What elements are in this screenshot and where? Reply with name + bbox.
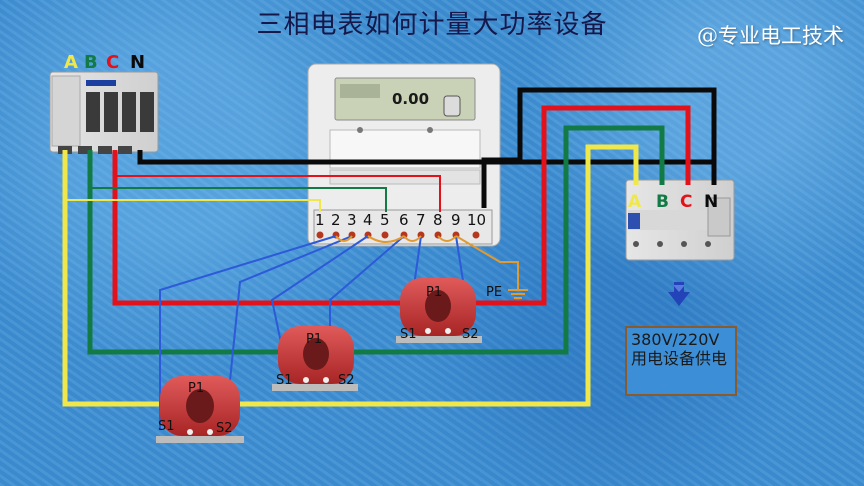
ct2-p1-label: P1 xyxy=(306,332,322,347)
phase-a-wire xyxy=(62,144,639,407)
load-voltage-label: 380V/220V xyxy=(631,330,720,349)
main-breaker-label-c: C xyxy=(106,52,119,73)
terminal-1: 1 xyxy=(315,211,325,229)
phase-c-wire xyxy=(112,105,691,306)
load-breaker-label-b: B xyxy=(656,192,669,212)
page-title: 三相电表如何计量大功率设备 xyxy=(256,10,608,40)
terminal-9: 9 xyxy=(451,211,461,229)
main-breaker-label-a: A xyxy=(64,52,78,73)
energy-meter xyxy=(307,63,501,247)
ct2-s2-label: S2 xyxy=(338,373,355,388)
phase-b-meter-tap xyxy=(90,187,387,212)
down-arrow-icon xyxy=(668,282,690,306)
ground-label: PE xyxy=(486,285,502,300)
terminal-7: 7 xyxy=(416,211,426,229)
ct1-p1-label: P1 xyxy=(188,381,204,396)
load-breaker xyxy=(625,179,735,261)
ct3-s2-label: S2 xyxy=(462,327,479,342)
main-breaker-label-n: N xyxy=(130,52,145,73)
ground-icon xyxy=(508,289,528,299)
load-breaker-label-n: N xyxy=(704,192,718,212)
ct1-s1-label: S1 xyxy=(158,419,175,434)
current-transformer-2 xyxy=(272,326,358,391)
terminal-6: 6 xyxy=(399,211,409,229)
terminal-8: 8 xyxy=(433,211,443,229)
phase-a-meter-tap xyxy=(65,199,321,212)
watermark: @专业电工技术 xyxy=(697,24,844,48)
neutral-wire xyxy=(137,87,717,208)
current-transformer-3 xyxy=(396,278,482,343)
meter-terminal-numbers: 1 2 3 4 5 6 7 8 9 10 xyxy=(315,211,486,229)
meter-reading: 0.00 xyxy=(392,90,429,108)
terminal-5: 5 xyxy=(380,211,390,229)
ct1-s2-label: S2 xyxy=(216,421,233,436)
terminal-3: 3 xyxy=(347,211,357,229)
load-supply-box: 380V/220V 用电设备供电 xyxy=(625,326,737,396)
ct3-p1-label: P1 xyxy=(426,285,442,300)
main-breaker xyxy=(49,71,159,154)
phase-c-meter-tap xyxy=(115,175,441,212)
terminal-2: 2 xyxy=(331,211,341,229)
load-breaker-label-a: A xyxy=(628,192,642,212)
load-description: 用电设备供电 xyxy=(631,349,728,368)
terminal-4: 4 xyxy=(363,211,373,229)
terminal-10: 10 xyxy=(467,211,486,229)
main-breaker-label-b: B xyxy=(84,52,98,73)
load-breaker-label-c: C xyxy=(680,192,692,212)
phase-b-wire xyxy=(87,125,665,355)
ct3-s1-label: S1 xyxy=(400,327,417,342)
ct2-s1-label: S1 xyxy=(276,373,293,388)
current-transformer-1 xyxy=(156,376,244,443)
ground-jumpers xyxy=(335,235,519,290)
